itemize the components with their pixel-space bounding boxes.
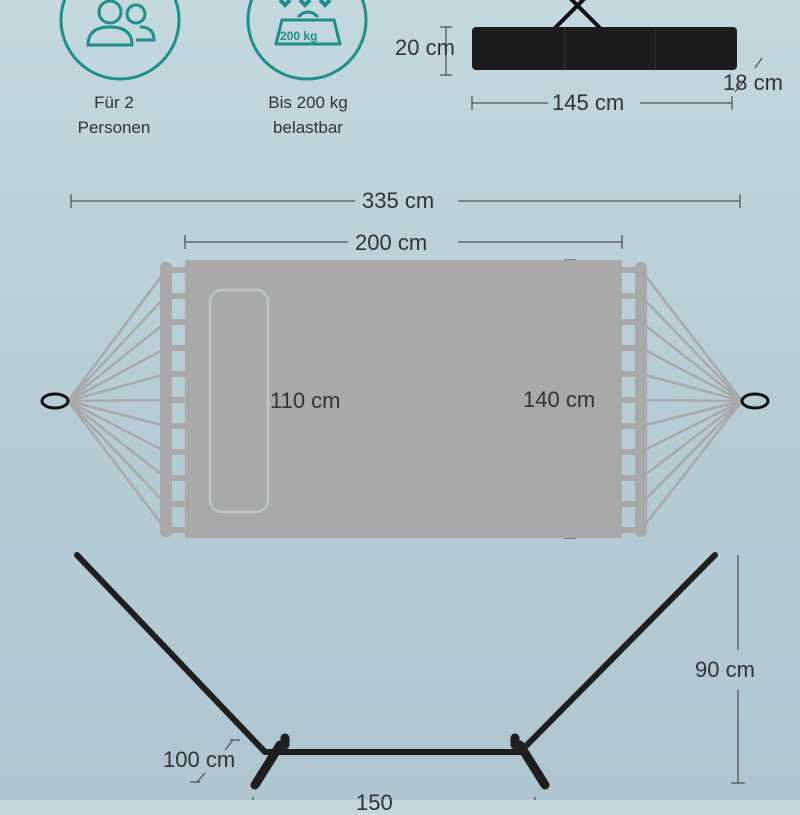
rope <box>640 321 743 402</box>
rope <box>640 269 743 402</box>
rope <box>67 321 167 402</box>
stand-width-label: 150 <box>356 790 393 815</box>
hammock <box>40 260 770 538</box>
rope <box>67 346 167 403</box>
rope <box>640 399 743 454</box>
rope <box>640 399 743 428</box>
rope <box>640 400 743 479</box>
feature-line: Bis 200 kg <box>268 93 348 112</box>
rope <box>67 400 167 505</box>
rope <box>640 295 743 402</box>
weight-icon <box>246 0 368 81</box>
two-persons-icon <box>59 0 181 81</box>
feature-weight: Bis 200 kg belastbar <box>228 90 388 140</box>
rope <box>640 400 743 531</box>
rope <box>640 346 743 403</box>
feature-line: Für 2 <box>94 93 134 112</box>
bag-length-label: 145 cm <box>552 90 625 115</box>
feature-persons: Für 2 Personen <box>34 90 194 140</box>
total-length-label: 335 cm <box>362 188 435 213</box>
rope <box>67 399 167 454</box>
rope <box>67 400 167 479</box>
stand-depth-label: 100 cm <box>163 747 236 772</box>
bag-depth-label: 18 cm <box>723 70 783 95</box>
storage-bag <box>472 0 737 70</box>
feature-line: belastbar <box>273 118 343 137</box>
bag-height-label: 20 cm <box>395 35 455 60</box>
stand-height-label: 90 cm <box>695 657 755 682</box>
rope <box>67 399 167 428</box>
rope <box>67 398 167 403</box>
rope <box>640 398 743 403</box>
rope <box>640 372 743 403</box>
bed-length-label: 200 cm <box>355 230 428 255</box>
pillow-width-label: 110 cm <box>270 388 341 413</box>
rope <box>66 269 168 402</box>
rope <box>67 295 167 402</box>
weight-badge: 200 kg <box>280 29 318 43</box>
feature-line: Personen <box>77 118 151 137</box>
hammock-stand <box>74 552 718 790</box>
rope <box>67 372 167 403</box>
bed-width-label: 140 cm <box>523 387 596 412</box>
rope <box>67 400 167 531</box>
rope <box>640 400 743 505</box>
